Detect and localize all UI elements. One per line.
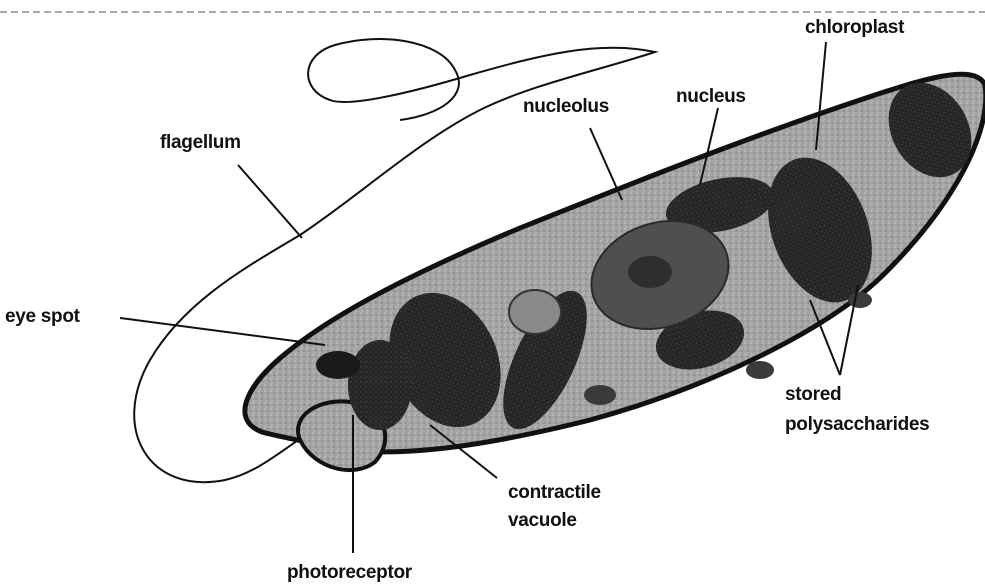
contractile-vacuole-shape [509,290,561,334]
label-polysaccharides: polysaccharides [785,414,929,435]
label-nucleus: nucleus [676,86,746,107]
chloroplast-shape [348,340,412,430]
label-flagellum: flagellum [160,132,241,153]
label-vacuole: vacuole [508,510,577,531]
label-chloroplast: chloroplast [805,17,905,38]
leader-nucleolus [590,128,622,200]
label-photoreceptor: photoreceptor [287,562,413,583]
eye-spot-shape [316,351,360,379]
leader-flagellum [238,165,302,238]
label-contractile: contractile [508,482,601,503]
polysaccharide-granule [848,292,872,308]
nucleolus-shape [628,256,672,288]
polysaccharide-granule [584,385,616,405]
label-nucleolus: nucleolus [523,96,609,117]
leader-eye-spot [120,318,325,345]
label-stored: stored [785,384,841,405]
label-eye-spot: eye spot [5,306,81,327]
polysaccharide-granule [746,361,774,379]
